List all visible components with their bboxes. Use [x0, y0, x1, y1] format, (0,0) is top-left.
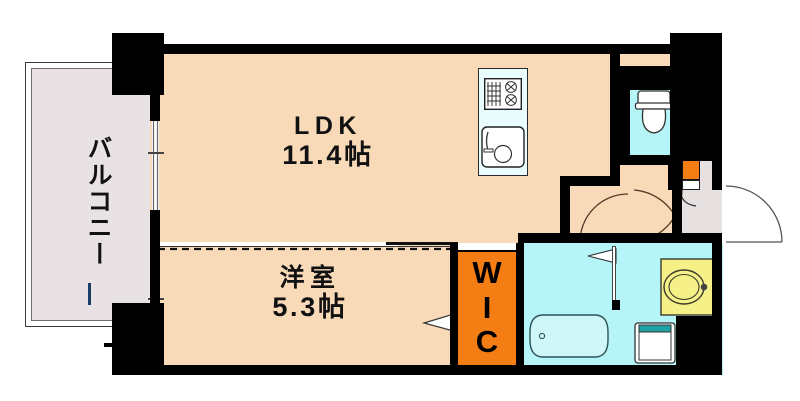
- wall-washroom-right: [712, 243, 722, 375]
- wall-genkan-right: [672, 186, 682, 243]
- wall-left-notch: [104, 343, 118, 347]
- shoe-cabinet-base: [682, 180, 700, 190]
- wall-toilet-left: [620, 66, 630, 163]
- wall-hall-bottom: [518, 233, 722, 243]
- yoshitsu-title: 洋室: [279, 264, 341, 292]
- wic-letter-i: I: [482, 289, 492, 325]
- mullion-mid: [150, 210, 160, 246]
- toilet-bowl: [634, 90, 676, 154]
- wall-top: [112, 44, 670, 54]
- pillar-top-right: [670, 33, 722, 161]
- gas-stove: [483, 77, 522, 111]
- bathtub: [528, 312, 610, 360]
- wall-left-lower: [150, 243, 160, 305]
- bath-door-marker: [587, 248, 618, 266]
- wall-washroom-inner: [676, 316, 722, 375]
- wall-toilet-right-lower: [668, 155, 682, 190]
- ldk-yoshitsu-partition: [158, 242, 458, 251]
- wall-ldk-right: [610, 53, 620, 186]
- kitchen-sink: [481, 126, 525, 168]
- yoshitsu-area: 5.3帖: [272, 292, 348, 323]
- genkan-door-panel: [722, 186, 782, 243]
- balcony-sliding-door-upper: [152, 120, 159, 226]
- wic-letter-c: C: [475, 324, 499, 360]
- wall-hall-left: [560, 176, 570, 243]
- room-wic: [456, 250, 518, 369]
- room-yoshitsu: [150, 243, 450, 375]
- wall-wic-left: [450, 243, 458, 375]
- ldk-title: LDK: [294, 112, 362, 140]
- wic-label: W I C: [456, 255, 518, 360]
- pillar-bottom-left: [112, 303, 164, 375]
- wall-top-right-stub: [628, 66, 722, 90]
- wall-toilet-bottom: [620, 155, 682, 165]
- yoshitsu-label: 洋室 5.3帖: [215, 265, 405, 322]
- wall-bottom: [112, 365, 722, 375]
- ldk-area: 11.4帖: [282, 140, 374, 171]
- wall-bath-right: [612, 300, 620, 310]
- bath-wall-divider: [612, 246, 616, 308]
- balcony-door-handle-upper: [148, 152, 164, 154]
- room-balcony: [31, 68, 154, 321]
- wic-letter-w: W: [472, 255, 502, 290]
- balcony-rail-mark: [88, 283, 91, 305]
- ldk-label: LDK 11.4帖: [228, 113, 428, 170]
- balcony-label: バルコニー: [84, 134, 112, 268]
- wall-left-upper: [150, 53, 160, 121]
- washing-machine: [634, 322, 676, 364]
- vanity-basin: [660, 258, 714, 316]
- wall-wet-left: [516, 243, 524, 375]
- wall-hall-top: [560, 176, 620, 186]
- wall-right-hall: [712, 160, 722, 190]
